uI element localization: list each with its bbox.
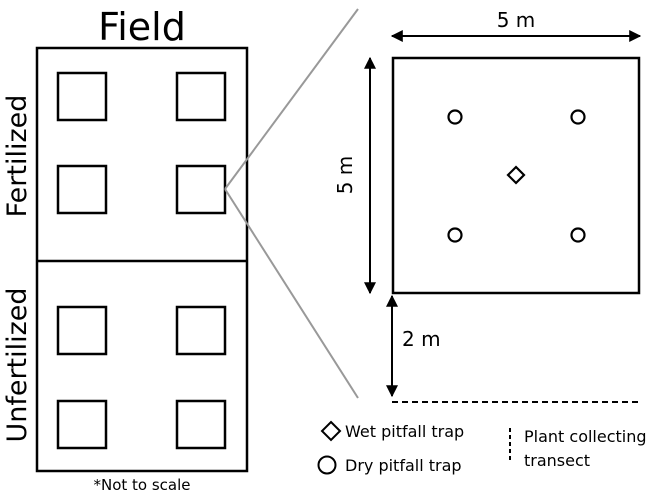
dry-trap-legend-icon (317, 455, 337, 475)
fertilized-label: Fertilized (2, 95, 33, 218)
wet-trap-legend-icon (320, 420, 342, 442)
width-label: 5 m (497, 8, 536, 32)
dry-trap-legend-label: Dry pitfall trap (345, 456, 462, 475)
wet-trap-legend-label: Wet pitfall trap (345, 422, 464, 441)
dry-pitfall-trap (447, 227, 463, 243)
dry-pitfall-trap (447, 109, 463, 125)
unfertilized-plot (56, 399, 108, 450)
enlarged-plot (391, 56, 641, 295)
unfertilized-plot (56, 305, 108, 356)
unfertilized-plot (175, 305, 227, 356)
fertilized-plot-highlighted (175, 164, 227, 215)
unfertilized-plot (175, 399, 227, 450)
scale-note: *Not to scale (93, 476, 190, 494)
field-outline (35, 46, 249, 473)
zoom-line-upper (224, 8, 359, 190)
unfertilized-label: Unfertilized (2, 287, 33, 442)
height-label: 5 m (333, 156, 357, 195)
transect-legend-label-1: Plant collecting (524, 427, 647, 446)
zoom-line-lower (224, 188, 359, 399)
dry-pitfall-trap (570, 227, 586, 243)
fertilized-plot (175, 71, 227, 122)
fertilized-plot (56, 164, 108, 215)
transect-legend-label-2: transect (524, 451, 590, 470)
wet-pitfall-trap (506, 165, 526, 185)
dry-pitfall-trap (570, 109, 586, 125)
gap-label: 2 m (402, 327, 441, 351)
fertilized-plot (56, 71, 108, 122)
field-title: Field (98, 5, 186, 49)
